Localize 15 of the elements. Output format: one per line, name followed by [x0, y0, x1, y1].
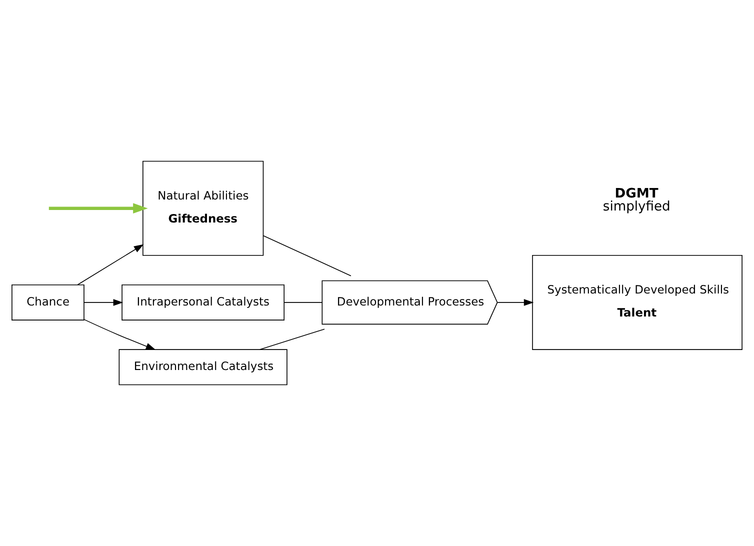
arrow: [497, 299, 534, 306]
node-box: Intrapersonal Catalysts: [122, 284, 285, 320]
connector: [284, 302, 322, 303]
node-box: Chance: [12, 284, 84, 320]
connector: [260, 328, 325, 350]
connector: [263, 235, 352, 276]
node-box: Natural Abilities Giftedness: [142, 160, 264, 256]
arrow: [84, 319, 156, 350]
label: simplyfied: [602, 200, 670, 215]
node-box: Environmental Catalysts: [118, 349, 288, 386]
node-box: Systematically Developed Skills Talent: [532, 255, 742, 350]
arrow: [84, 299, 124, 306]
label: DGMT: [614, 186, 658, 202]
arrow: [48, 203, 148, 214]
arrow: [77, 244, 144, 286]
